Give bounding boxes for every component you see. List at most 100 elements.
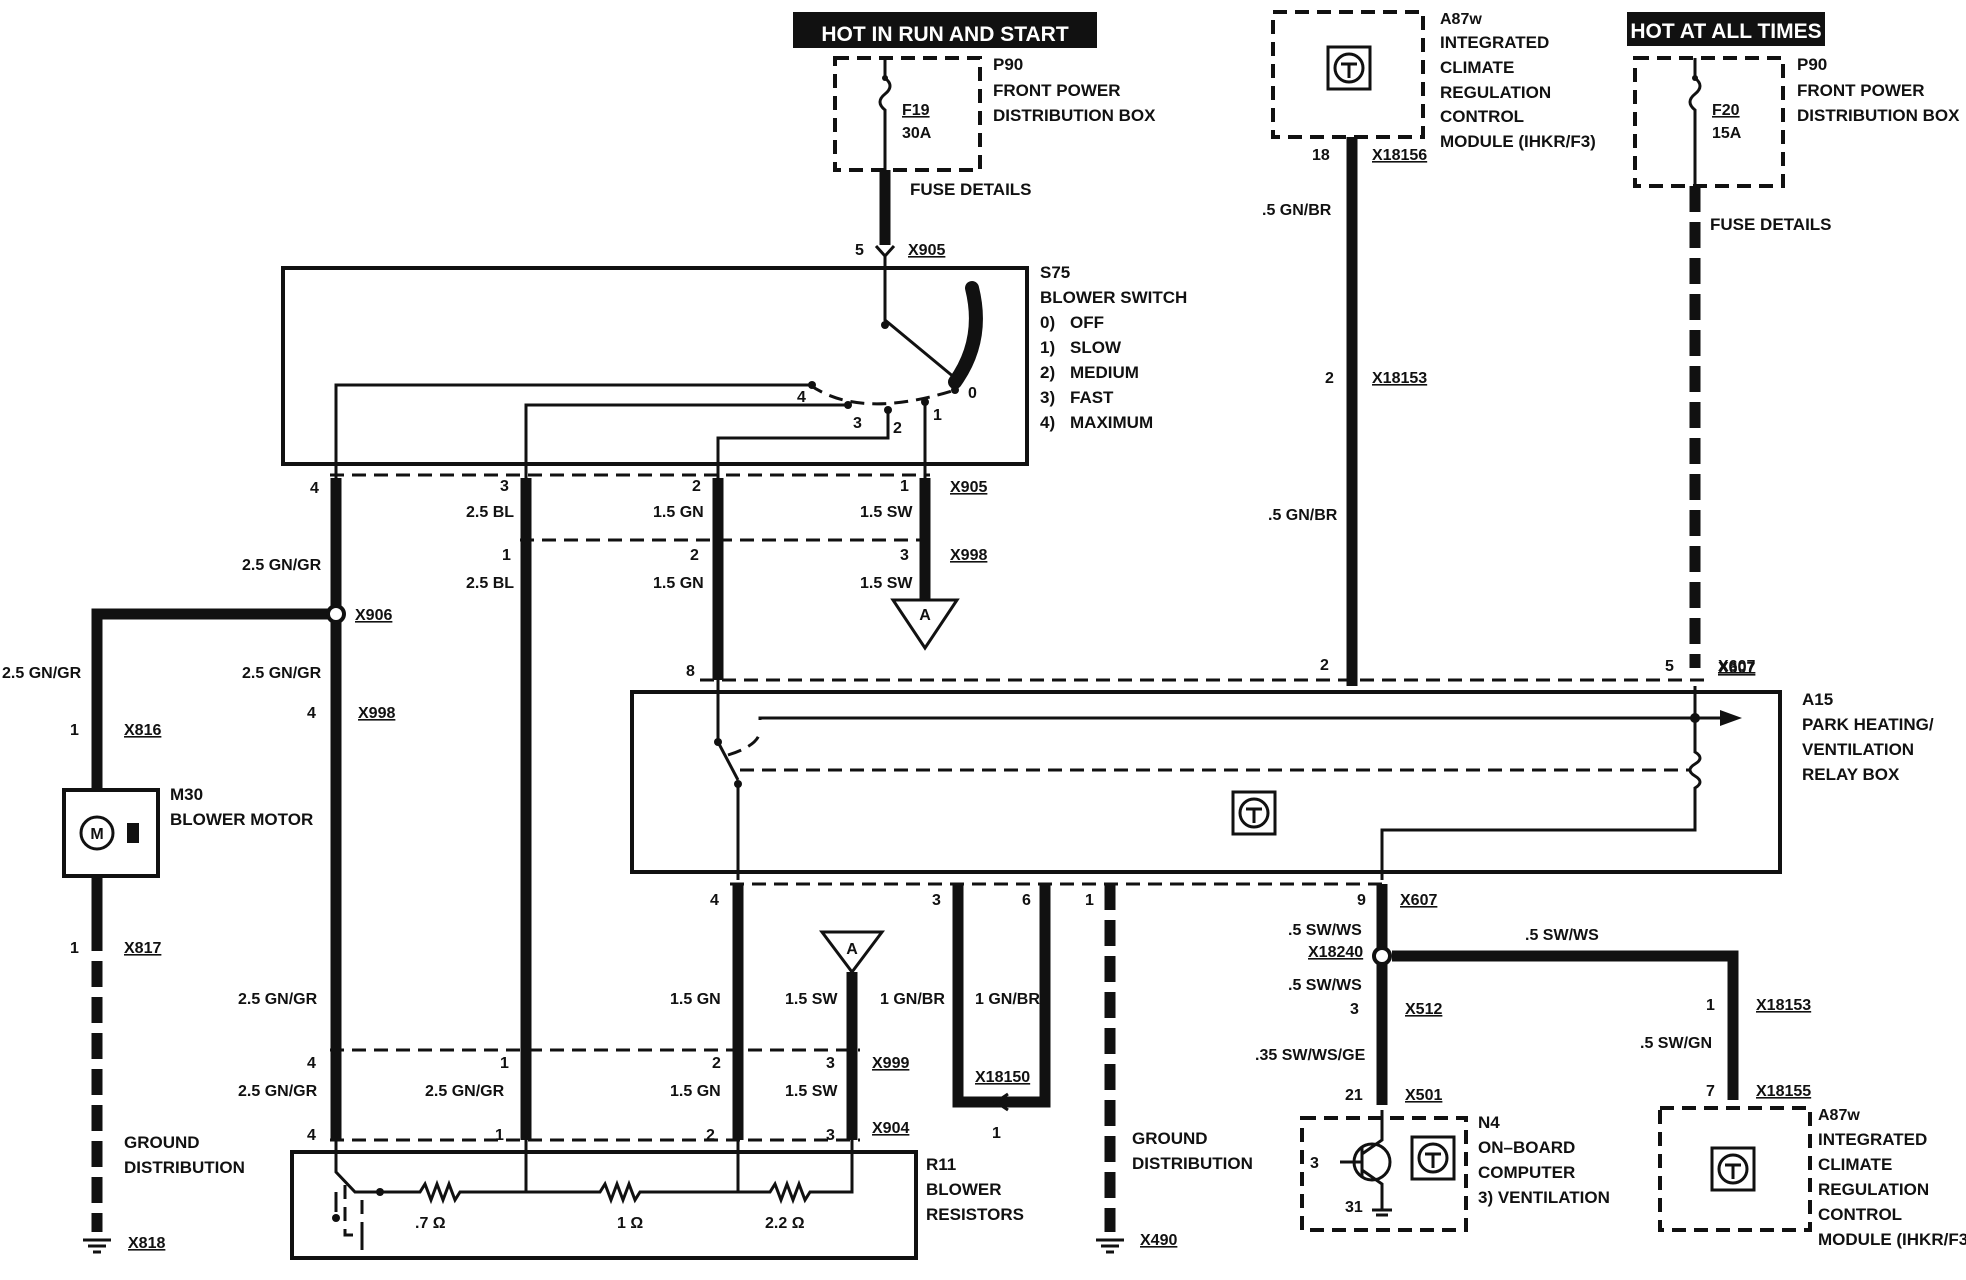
connector-arrow: [993, 1092, 1009, 1112]
p90-right-line2: DISTRIBUTION BOX: [1797, 106, 1960, 125]
a15-relay-box: A15 PARK HEATING/ VENTILATION RELAY BOX: [630, 678, 1934, 880]
marker-a-text: A: [846, 941, 858, 958]
pin-label: 9: [1357, 892, 1366, 909]
wire-label: .5 GN/BR: [1268, 507, 1338, 524]
wire-label: .5 SW/GN: [1640, 1035, 1712, 1052]
s75-p3: 3): [1040, 388, 1055, 407]
n4-code: N4: [1478, 1113, 1500, 1132]
a87w-top-l3: REGULATION: [1440, 83, 1551, 102]
connector-x998-top: X998: [950, 547, 987, 564]
pin-label: 4: [710, 892, 719, 909]
marker-a-bottom: [819, 930, 885, 975]
ground-label: DISTRIBUTION: [1132, 1154, 1253, 1173]
pin-label: 1: [1706, 997, 1715, 1014]
a87w-top-l1: INTEGRATED: [1440, 33, 1549, 52]
s75-p4: 4): [1040, 413, 1055, 432]
pin-label: 3: [500, 478, 509, 495]
s75-o0: OFF: [1070, 313, 1104, 332]
fuse-f19-label: F19: [902, 102, 930, 119]
pin-label: 3: [826, 1127, 835, 1144]
m30-blower-motor: M M30 BLOWER MOTOR: [62, 785, 313, 878]
wire-label: 1 GN/BR: [975, 991, 1040, 1008]
connector-x818: X818: [128, 1235, 165, 1252]
header-text: HOT IN RUN AND START: [821, 23, 1068, 46]
pin-label: 1: [992, 1125, 1001, 1142]
s75-o3: FAST: [1070, 388, 1114, 407]
pin-label: 4: [310, 480, 319, 497]
fuse-f20-label: F20: [1712, 102, 1740, 119]
a87w-bottom-l1: INTEGRATED: [1818, 1130, 1927, 1149]
wire-label: 1 GN/BR: [880, 991, 945, 1008]
s75-blower-switch: 4 3 2 1 0: [281, 256, 1029, 478]
fuse-details-right: FUSE DETAILS: [1710, 215, 1832, 234]
a15-code: A15: [1802, 690, 1833, 709]
s75-o4: MAXIMUM: [1070, 413, 1153, 432]
connector-x18150: X18150: [975, 1069, 1030, 1086]
wire-label: 1.5 SW: [785, 991, 838, 1008]
wire-label: 2.5 BL: [466, 504, 514, 521]
a87w-bottom-l5: MODULE (IHKR/F3): [1818, 1230, 1966, 1249]
connector-x18155: X18155: [1756, 1083, 1811, 1100]
r11-l1: BLOWER: [926, 1180, 1002, 1199]
a87w-bottom-l4: CONTROL: [1818, 1205, 1902, 1224]
connector-x905-top: X905: [908, 242, 945, 259]
connector-x18156: X18156: [1372, 147, 1427, 164]
pin-label: 2: [1325, 370, 1334, 387]
p90-left-fuse-box: F19 30A P90 FRONT POWER DISTRIBUTION BOX…: [833, 55, 1156, 199]
a15-l3: RELAY BOX: [1802, 765, 1900, 784]
s75-title: BLOWER SWITCH: [1040, 288, 1187, 307]
pin-label: 1: [900, 478, 909, 495]
pin-label: 3: [932, 892, 941, 909]
wire-label: 2.5 GN/GR: [238, 991, 318, 1008]
a87w-top-l5: MODULE (IHKR/F3): [1440, 132, 1596, 151]
wire-label: 2.5 GN/GR: [238, 1083, 318, 1100]
n4-onboard-computer: 3 31 N4 ON–BOARD COMPUTER 3) VENTILATION: [1300, 1110, 1610, 1232]
pin-label: 1: [500, 1055, 509, 1072]
header-hot-at-all-times: HOT AT ALL TIMES: [1627, 12, 1825, 46]
s75-p2: 2): [1040, 363, 1055, 382]
switch-pos-3: 3: [853, 415, 862, 432]
connector-x18153-bottom: X18153: [1756, 997, 1811, 1014]
pin-label: 2: [1320, 657, 1329, 674]
wire-to-blower-motor: [91, 608, 336, 790]
n4-l2: COMPUTER: [1478, 1163, 1575, 1182]
ground-symbol-x818: [83, 1238, 111, 1254]
pin-label: 1: [1085, 892, 1094, 909]
fuse-details-left: FUSE DETAILS: [910, 180, 1032, 199]
p90-left-line1: FRONT POWER: [993, 81, 1121, 100]
a15-l2: VENTILATION: [1802, 740, 1914, 759]
a87w-top-module: A87w INTEGRATED CLIMATE REGULATION CONTR…: [1271, 10, 1596, 151]
wire-label: 2.5 GN/GR: [242, 557, 322, 574]
splice-x18240: [1372, 946, 1392, 966]
switch-pos-2: 2: [893, 420, 902, 437]
header-hot-in-run-and-start: HOT IN RUN AND START: [793, 12, 1097, 48]
ground-label: DISTRIBUTION: [124, 1158, 245, 1177]
connector-x607-bottom: X607: [1400, 892, 1437, 909]
wire-label: 1.5 SW: [860, 575, 913, 592]
wire-label: .35 SW/WS/GE: [1255, 1047, 1366, 1064]
n4-pin31: 31: [1345, 1199, 1363, 1216]
s75-o1: SLOW: [1070, 338, 1122, 357]
pin-label: 6: [1022, 892, 1031, 909]
p90-left-code: P90: [993, 55, 1023, 74]
wire-swws-branch: [1392, 950, 1739, 1100]
connector-x998-left: X998: [358, 705, 395, 722]
resistor-1-label: 1 Ω: [617, 1215, 643, 1232]
pin-label: 2: [712, 1055, 721, 1072]
pin-label: 4: [307, 705, 316, 722]
s75-o2: MEDIUM: [1070, 363, 1139, 382]
pin-label: 5: [1665, 658, 1674, 675]
wire-label: 2.5 GN/GR: [425, 1083, 505, 1100]
a87w-bottom-code: A87w: [1818, 1107, 1860, 1124]
n4-l1: ON–BOARD: [1478, 1138, 1575, 1157]
pin-label: 21: [1345, 1087, 1363, 1104]
a87w-top-l2: CLIMATE: [1440, 58, 1514, 77]
r11-blower-resistors: .7 Ω 1 Ω 2.2 Ω R11 BLOWER RESISTORS: [290, 1140, 1024, 1260]
connector-x817: X817: [124, 940, 161, 957]
m30-code: M30: [170, 785, 203, 804]
connector-x18153-top: X18153: [1372, 370, 1427, 387]
pin-label: 7: [1706, 1083, 1715, 1100]
pin-label: 2: [690, 547, 699, 564]
resistor-07-label: .7 Ω: [415, 1215, 446, 1232]
motor-symbol-text: M: [90, 826, 103, 843]
